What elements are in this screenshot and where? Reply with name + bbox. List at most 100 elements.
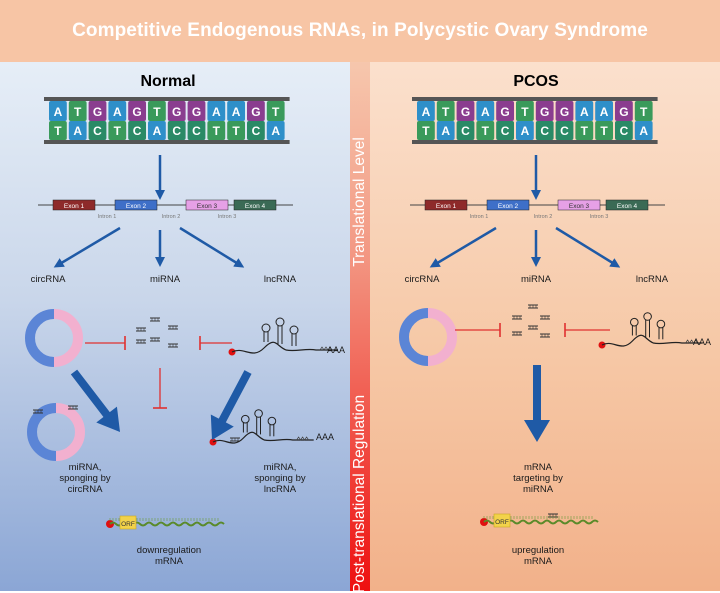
pcos-dna-bottom-letter: C	[620, 124, 629, 138]
pcos-dna-bottom-base	[595, 121, 613, 140]
normal-dna-top-base	[88, 101, 107, 121]
pcos-exon-1	[424, 199, 468, 211]
normal-exon-label: Exon 2	[126, 203, 147, 210]
pcos-dna-top-letter: A	[422, 105, 431, 119]
normal-dna-top-letter: A	[113, 105, 122, 119]
pcos-orf-label: ORF	[495, 519, 509, 526]
lnc-sponged-mirna-duplex	[231, 438, 239, 441]
pcos-mirna-duplex	[513, 332, 521, 335]
normal-dna-bottom-letter: T	[232, 124, 240, 138]
pcos-mirna-label: miRNA	[520, 274, 552, 285]
pcos-exon-label: Exon 2	[498, 203, 519, 210]
pcos-dna-bottom-base	[476, 121, 495, 140]
pcos-panel	[370, 62, 720, 591]
normal-exon-2	[114, 199, 158, 211]
pcos-dna-top-base	[634, 101, 653, 121]
normal-exon-label: Exon 4	[245, 203, 266, 210]
pcos-intron-label: Intron 3	[590, 214, 609, 220]
pcos-dna-top-letter: T	[521, 105, 529, 119]
normal-dna-top-base	[128, 101, 146, 121]
pcos-dna-top-letter: A	[600, 105, 609, 119]
sponged-mirna-duplex	[69, 406, 77, 409]
normal-sponge-tail: AAA	[315, 432, 334, 442]
normal-dna-top-letter: A	[54, 105, 63, 119]
regulation-bar	[350, 62, 370, 591]
pcos-exon-3	[557, 199, 601, 211]
normal-mirna-duplex	[137, 340, 145, 343]
pcos-dna-bottom-letter: A	[441, 124, 450, 138]
normal-hairpin-loop	[275, 317, 285, 327]
normal-dna-top-base	[148, 101, 166, 121]
normal-dna-top-base	[108, 101, 127, 121]
title-bar: Competitive Endogenous RNAs, in Polycyst…	[0, 0, 720, 62]
normal-dna-bottom-letter: C	[93, 124, 102, 138]
normal-sponged-lncrna-strand	[212, 431, 314, 444]
normal-dna-bottom-base	[167, 121, 186, 140]
normal-sponged-hairpin-loop	[254, 409, 263, 418]
normal-sponged-circrna-blue	[27, 403, 57, 461]
pcos-dna-top-letter: A	[580, 105, 589, 119]
pcos-dna-bottom-letter: C	[461, 124, 470, 138]
normal-orf-box	[119, 515, 137, 530]
normal-dna-rail-bottom	[44, 140, 290, 144]
normal-mirna-label: miRNA	[149, 274, 181, 285]
normal-lncrna-label: lncRNA	[263, 274, 297, 285]
normal-arrow-circrna	[53, 226, 121, 268]
pcos-lncrna-strand	[601, 334, 703, 347]
normal-dna-top-letter: G	[93, 105, 102, 119]
pcos-dna-bottom-letter: A	[521, 124, 530, 138]
pcos-dna-bottom-base	[516, 121, 534, 140]
pcos-dna-bottom-base	[496, 121, 514, 140]
normal-dna-top-base	[266, 101, 285, 121]
normal-mirna-duplex	[169, 326, 177, 329]
pcos-dna-bottom-base	[456, 121, 475, 140]
normal-heading: Normal	[140, 73, 196, 90]
pcos-mirna-duplex	[529, 326, 537, 329]
normal-dna-bottom-base	[207, 121, 226, 140]
pcos-dna-bottom-base	[615, 121, 633, 140]
pcos-dna-top-base	[595, 101, 613, 121]
normal-lncrna-tail: AAA	[326, 345, 345, 355]
normal-dna-top-letter: G	[251, 105, 260, 119]
pcos-circrna-pink	[427, 308, 457, 366]
normal-dna-bottom-base	[266, 121, 285, 140]
pcos-dna-bottom-base	[555, 121, 574, 140]
pcos-dna-bottom-base	[417, 121, 435, 140]
pcos-circrna-label: circRNA	[404, 274, 440, 285]
normal-dna-bottom-base	[68, 121, 87, 140]
pcos-dna-top-letter: T	[640, 105, 648, 119]
pcos-dna-bottom-letter: T	[600, 124, 608, 138]
normal-dna-top-base	[49, 101, 67, 121]
normal-dna-bottom-base	[128, 121, 146, 140]
normal-orf-label: ORF	[121, 521, 135, 528]
normal-dna-top-letter: G	[132, 105, 141, 119]
normal-dna-top-letter: G	[172, 105, 181, 119]
normal-hairpin-loop	[289, 325, 299, 335]
pcos-dna-top-base	[476, 101, 495, 121]
normal-dna-top-base	[187, 101, 206, 121]
pcos-intron-label: Intron 1	[470, 214, 489, 220]
pcos-dna-rail-top	[412, 97, 658, 101]
pcos-dna-bottom-letter: T	[581, 124, 589, 138]
pcos-intron-label: Intron 2	[534, 214, 553, 220]
normal-dna-top-letter: A	[212, 105, 221, 119]
pcos-big-arrow	[524, 365, 550, 442]
normal-dna-bottom-base	[227, 121, 245, 140]
normal-dna-bottom-letter: A	[271, 124, 280, 138]
normal-dna-bottom-letter: T	[114, 124, 122, 138]
sponged-mirna-duplex	[34, 410, 42, 413]
pcos-dna-bottom-letter: C	[560, 124, 569, 138]
normal-exon-1	[52, 199, 96, 211]
normal-sponged-polya	[296, 436, 309, 441]
normal-dna-bottom-base	[148, 121, 166, 140]
pcos-dna-top-letter: G	[461, 105, 470, 119]
normal-sponged-hairpin-loop	[267, 416, 277, 426]
pcos-dna-top-letter: G	[500, 105, 509, 119]
normal-dna-top-letter: T	[74, 105, 82, 119]
normal-dna-top-base	[207, 101, 226, 121]
normal-mirna-duplex	[151, 318, 159, 321]
normal-dna-top-letter: A	[232, 105, 241, 119]
